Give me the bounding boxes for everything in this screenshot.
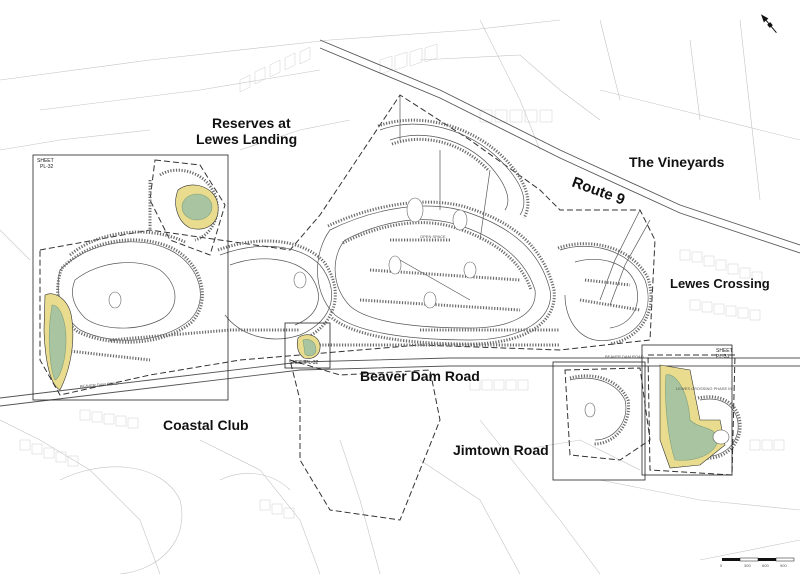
ponds <box>108 197 596 418</box>
label-beaver-dam-road: Beaver Dam Road <box>360 368 480 384</box>
beaver-dam-road-small-label: BEAVER DAM ROAD <box>80 381 119 389</box>
sheet-label-mid: SHEET <box>289 360 306 366</box>
lewes-crossing-phase-label: LEWES CROSSING PHASE III <box>676 386 732 391</box>
scale-tick-900: 900 <box>780 563 787 568</box>
beaver-dam-road-small-label-east: BEAVER DAM ROAD <box>605 354 644 359</box>
context-parcels <box>0 19 800 574</box>
open-space-label: OPEN SPACE <box>420 234 446 239</box>
sheet-label-mid-number: PL-32 <box>305 360 319 366</box>
sheet-frames <box>32 154 733 481</box>
label-lewes-crossing: Lewes Crossing <box>670 276 770 291</box>
sheet-label-right: SHEET <box>716 348 733 354</box>
sheet-label-right-number: PL-33 <box>716 354 730 360</box>
beaver-dam-road <box>0 357 800 407</box>
residential-lots <box>56 118 742 460</box>
sheet-label-left: SHEET <box>37 158 54 164</box>
route-9-road <box>319 39 800 254</box>
scale-bar: 0 300 600 900 <box>720 557 795 568</box>
label-jimtown-road: Jimtown Road <box>453 442 549 458</box>
label-reserves-line1: Reserves at <box>212 115 291 131</box>
label-coastal-club: Coastal Club <box>163 417 249 433</box>
label-reserves-line2: Lewes Landing <box>196 131 297 147</box>
scale-tick-600: 600 <box>762 563 769 568</box>
scale-tick-0: 0 <box>720 563 723 568</box>
scale-tick-300: 300 <box>744 563 751 568</box>
north-arrow-icon <box>761 14 777 33</box>
label-vineyards: The Vineyards <box>629 154 725 170</box>
open-space-areas <box>43 184 730 469</box>
sheet-label-left-number: PL-32 <box>40 164 54 170</box>
